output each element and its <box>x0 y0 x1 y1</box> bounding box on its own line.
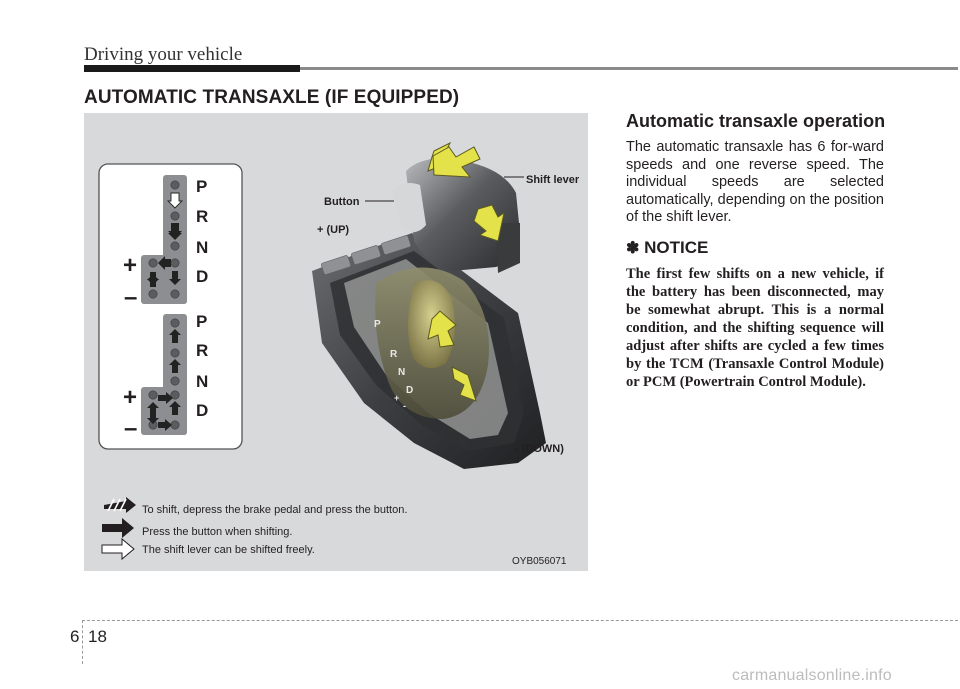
footer-page-number: 18 <box>88 627 107 646</box>
running-head: Driving your vehicle <box>84 44 243 65</box>
gate-lower-label: P <box>196 312 207 331</box>
gate-upper-label: D <box>196 267 208 286</box>
console-letter: + <box>394 393 399 403</box>
gate-plus-sign: + <box>123 384 137 411</box>
gate-lower-label: D <box>196 401 208 420</box>
gate-panel <box>98 163 243 450</box>
subsection-title: Automatic transaxle operation <box>626 111 886 131</box>
legend-hatched-arrow-icon <box>104 497 136 513</box>
console-letter: R <box>390 349 398 360</box>
gate-minus-sign: – <box>124 415 137 442</box>
figure-code: OYB056071 <box>512 556 567 567</box>
gate-plus-sign: + <box>123 252 137 279</box>
label-down: - (DOWN) <box>515 443 564 455</box>
gate-upper-label: R <box>196 207 208 226</box>
legend-item: The shift lever can be shifted freely. <box>142 544 315 556</box>
console-letter: N <box>398 367 405 378</box>
header-rule <box>84 67 958 70</box>
legend-solid-arrow-icon <box>102 518 134 538</box>
label-button: Button <box>324 196 360 208</box>
shift-knob <box>406 158 520 271</box>
gate-upper-label: N <box>196 238 208 257</box>
direction-arrows <box>427 141 505 402</box>
label-up: + (UP) <box>317 224 349 236</box>
footer-chapter-number: 6 <box>70 627 80 646</box>
notice-paragraph: The first few shifts on a new vehicle, i… <box>626 266 884 390</box>
gate-minus-sign: – <box>124 284 137 311</box>
console-letter: D <box>406 385 413 396</box>
console-buttons <box>321 235 411 275</box>
notice-title-text: NOTICE <box>644 238 709 257</box>
footer-vertical-rule <box>82 620 83 664</box>
console-letter: P <box>374 319 381 330</box>
shift-lever-illustration: P R N D + – P R N D + – <box>98 141 580 567</box>
legend-item: To shift, depress the brake pedal and pr… <box>142 504 407 516</box>
section-title: AUTOMATIC TRANSAXLE (IF EQUIPPED) <box>84 87 460 108</box>
notice-heading: ✽ NOTICE <box>626 238 708 258</box>
shift-lever-figure: P R N D + – P R N D + – <box>84 113 588 571</box>
footer-horizontal-rule <box>82 620 958 621</box>
legend-item: Press the button when shifting. <box>142 526 292 538</box>
body-paragraph: The automatic transaxle has 6 for-ward s… <box>626 139 884 225</box>
gate-upper-label: P <box>196 177 207 196</box>
watermark: carmanualsonline.info <box>732 667 892 684</box>
upper-gate <box>141 175 187 304</box>
console-letter: - <box>403 401 406 411</box>
gate-lower-label: R <box>196 341 208 360</box>
notice-star-icon: ✽ <box>626 240 640 257</box>
knob-button <box>392 183 426 233</box>
legend-hollow-arrow-icon <box>101 537 135 561</box>
label-shift-lever: Shift lever <box>526 174 580 186</box>
lower-gate <box>141 314 187 435</box>
gate-lower-label: N <box>196 372 208 391</box>
header-bar <box>84 65 300 72</box>
